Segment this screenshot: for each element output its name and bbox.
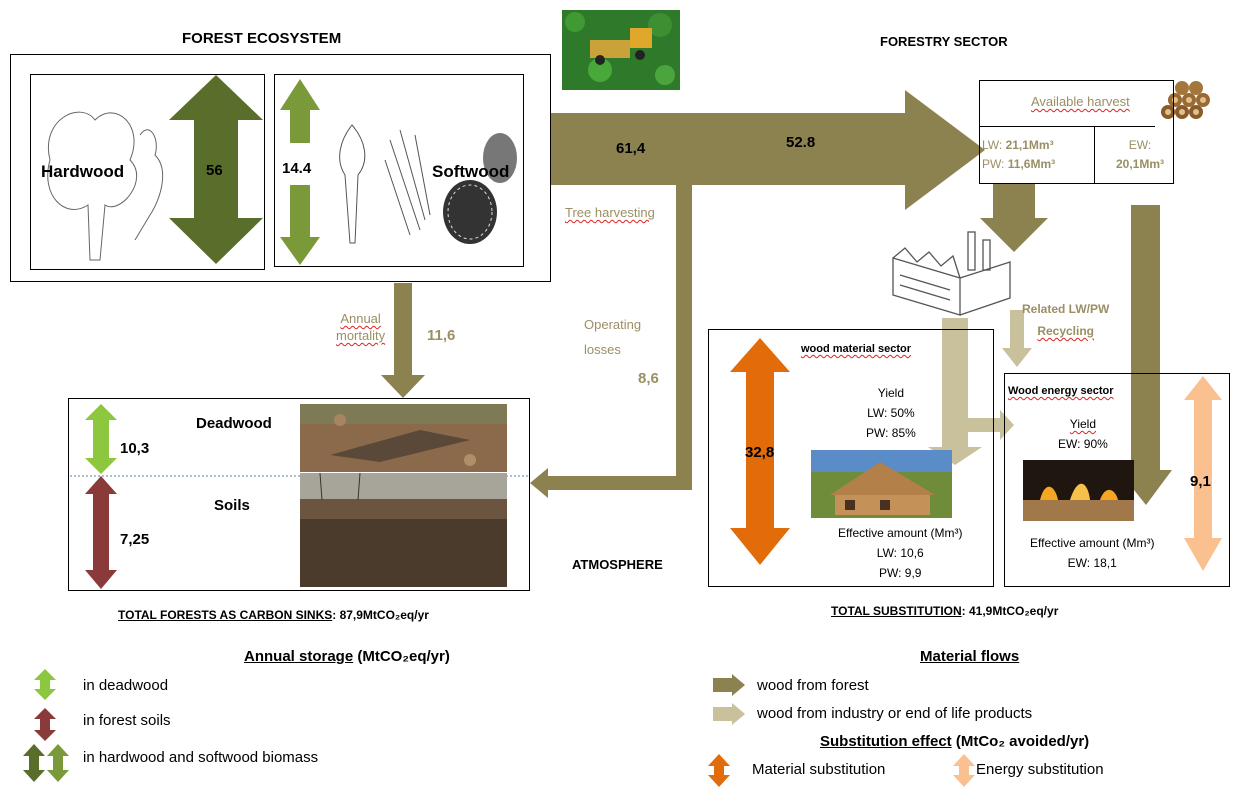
industry-to-energy-arrow — [968, 410, 1014, 440]
soils-value: 7,25 — [120, 531, 150, 548]
biomass-box — [10, 54, 551, 282]
hardwood-box — [30, 74, 265, 270]
material-sector-title: wood material sector — [801, 343, 912, 355]
available-harvest-vdivider — [1094, 126, 1095, 184]
energy-subst-arrow — [1184, 376, 1222, 571]
legend-soils-icon — [34, 708, 56, 741]
log-pile-icon — [1161, 81, 1210, 119]
harvest-flow-arrow — [550, 90, 985, 210]
mortality-arrow — [381, 283, 425, 398]
hardwood-tree-sketch — [47, 111, 164, 261]
tree-harvesting-label: Tree harvesting — [565, 205, 655, 220]
material-subst-value: 32,8 — [745, 444, 775, 461]
material-sector-box — [708, 329, 994, 587]
soils-photo — [300, 472, 507, 587]
material-effective: Effective amount (Mm³) LW: 10,6 PW: 9,9 — [838, 526, 963, 580]
atmosphere-label: ATMOSPHERE — [572, 557, 663, 572]
forest-machine-picture — [562, 10, 680, 90]
factory-icon — [892, 231, 1011, 316]
recycling-label: Related LW/PW Recycling — [1022, 302, 1110, 338]
energy-yield: Yield EW: 90% — [1058, 417, 1108, 451]
harvest-to-industry-arrow — [980, 183, 1048, 252]
forest-total: TOTAL FORESTS AS CARBON SINKS: 87,9MtCO₂… — [118, 608, 429, 622]
deadwood-label: Deadwood — [196, 415, 272, 432]
legend-deadwood-label: in deadwood — [83, 677, 169, 694]
legend-forest-flow-label: wood from forest — [757, 677, 869, 694]
sector-total: TOTAL SUBSTITUTION: 41,9MtCO₂eq/yr — [831, 604, 1059, 618]
sector-flow-value: 52.8 — [786, 134, 816, 151]
legend-hardwood-icon — [23, 744, 45, 782]
recycling-arrow — [1002, 310, 1032, 367]
hardwood-label: Hardwood — [41, 162, 125, 181]
pellet-fire-photo — [1023, 460, 1134, 521]
softwood-box — [274, 74, 524, 267]
softwood-down-arrow — [280, 185, 320, 265]
legend-energy-subst-label: Energy substitution — [976, 761, 1104, 778]
pine-cone-sketch — [443, 133, 517, 244]
soils-arrow — [85, 476, 117, 589]
mortality-label: Annual mortality — [336, 311, 386, 343]
legend-industry-flow-icon — [713, 703, 745, 725]
soils-label: Soils — [214, 497, 250, 514]
available-harvest-label: Available harvest — [1031, 94, 1130, 109]
legend-material-subst-icon — [708, 754, 730, 787]
available-harvest-box — [979, 80, 1174, 184]
energy-subst-value: 9,1 — [1190, 473, 1211, 490]
legend-soils-label: in forest soils — [83, 712, 171, 729]
legend-biomass-label: in hardwood and softwood biomass — [83, 749, 319, 766]
legend-material-subst-label: Material substitution — [752, 761, 886, 778]
ew-values: EW: 20,1Mm³ — [1116, 138, 1165, 171]
legend-deadwood-icon — [34, 669, 56, 700]
energy-effective: Effective amount (Mm³) EW: 18,1 — [1030, 536, 1155, 570]
legend-forest-flow-icon — [713, 674, 745, 696]
legend-softwood-icon — [47, 744, 69, 782]
softwood-value: 14.4 — [282, 160, 312, 177]
legend-industry-flow-label: wood from industry or end of life produc… — [757, 705, 1033, 722]
energy-sector-box — [1004, 373, 1230, 587]
forest-ecosystem-title: FOREST ECOSYSTEM — [182, 30, 342, 47]
softwood-up-arrow — [280, 79, 320, 143]
material-yield: Yield LW: 50% PW: 85% — [866, 386, 916, 440]
deadwood-soils-box — [68, 398, 530, 591]
softwood-label: Softwood — [432, 162, 510, 181]
house-photo — [811, 450, 952, 518]
deadwood-value: 10,3 — [120, 440, 150, 457]
legend-storage-title: Annual storage (MtCO₂eq/yr) — [244, 648, 450, 665]
harvest-value: 61,4 — [616, 140, 646, 157]
forestry-sector-title: FORESTRY SECTOR — [880, 34, 1008, 49]
material-subst-arrow — [730, 338, 790, 565]
deadwood-photo — [300, 404, 507, 472]
energy-sector-title: Wood energy sector — [1008, 385, 1114, 397]
legend-energy-subst-icon — [953, 754, 975, 787]
mortality-value: 11,6 — [427, 327, 456, 344]
legend-subst-title: Substitution effect (MtCo₂ avoided/yr) — [820, 733, 1090, 750]
lw-pw-values: LW: 21,1Mm³ PW: 11,6Mm³ — [982, 138, 1056, 171]
available-harvest-divider — [979, 126, 1155, 127]
softwood-tree-sketch — [339, 124, 431, 244]
deadwood-arrow — [85, 404, 117, 474]
operating-losses-value: 8,6 — [638, 370, 659, 387]
industry-to-material-arrow — [928, 318, 982, 465]
legend-flows-title: Material flows — [920, 648, 1020, 665]
hardwood-value: 56 — [206, 162, 223, 179]
hardwood-arrow — [169, 75, 263, 264]
operating-losses-label: Operating losses — [584, 317, 642, 357]
ew-to-energy-arrow — [1118, 205, 1172, 505]
